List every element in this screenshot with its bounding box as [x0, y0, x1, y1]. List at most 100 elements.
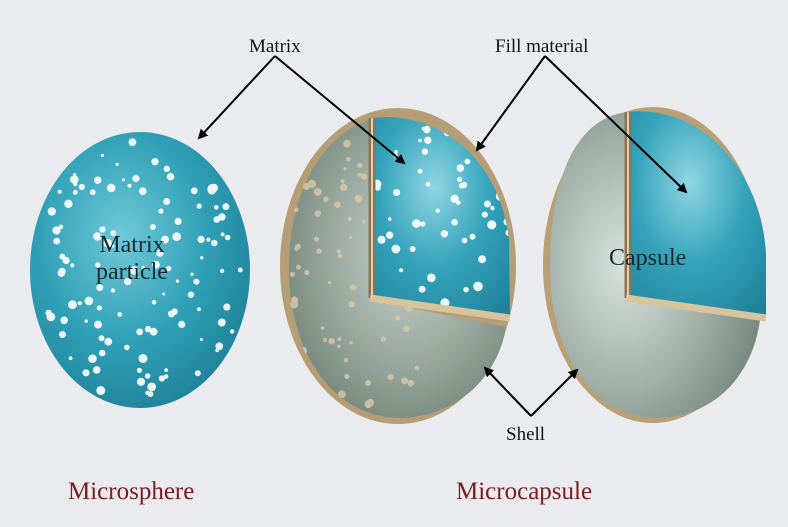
speckle-dot: [225, 235, 231, 241]
speckle-dot: [426, 182, 431, 187]
label-fill-material: Fill material: [495, 36, 588, 58]
speckle-dot: [315, 210, 321, 216]
speckle-dot: [70, 263, 74, 267]
speckle-dot: [401, 377, 408, 384]
speckle-dot: [178, 321, 185, 328]
caption-microsphere: Microsphere: [68, 478, 194, 506]
speckle-dot: [459, 126, 463, 130]
speckle-dot: [164, 368, 168, 372]
speckle-dot: [290, 300, 298, 308]
speckle-dot: [349, 236, 352, 239]
speckle-dot: [198, 236, 205, 243]
speckle-dot: [171, 308, 178, 315]
speckle-dot: [200, 256, 203, 259]
speckle-dot: [59, 254, 65, 260]
speckle-dot: [211, 240, 218, 247]
speckle-dot: [321, 326, 325, 330]
speckle-dot: [467, 125, 475, 133]
speckle-dot: [365, 401, 373, 409]
speckle-dot: [220, 269, 224, 273]
speckle-dot: [58, 190, 62, 194]
speckle-dot: [167, 173, 175, 181]
speckle-dot: [85, 297, 94, 306]
speckle-dot: [64, 200, 72, 208]
speckle-dot: [191, 187, 198, 194]
speckle-dot: [323, 338, 327, 342]
speckle-dot: [104, 338, 112, 346]
speckle-dot: [122, 178, 125, 181]
speckle-dot: [175, 218, 182, 225]
speckle-dot: [422, 149, 428, 155]
speckle-dot: [394, 150, 398, 154]
label-matrix-particle-line1: Matrix: [96, 232, 168, 259]
speckle-dot: [107, 184, 116, 193]
speckle-dot: [96, 386, 105, 395]
speckle-dot: [343, 140, 351, 148]
speckle-dot: [139, 354, 148, 363]
speckle-dot: [415, 366, 420, 371]
speckle-dot: [97, 305, 102, 310]
speckle-dot: [337, 249, 341, 253]
speckle-dot: [190, 273, 193, 276]
speckle-dot: [94, 177, 101, 184]
speckle-dot: [410, 246, 416, 252]
speckle-dot: [152, 300, 157, 305]
speckle-dot: [362, 220, 366, 224]
speckle-dot: [188, 292, 194, 298]
speckle-dot: [222, 203, 229, 210]
speckle-dot: [395, 315, 400, 320]
speckle-dot: [132, 175, 139, 182]
speckle-dot: [69, 356, 73, 360]
speckle-dot: [215, 342, 223, 350]
speckle-dot: [136, 329, 143, 336]
speckle-dot: [94, 321, 102, 329]
speckle-dot: [304, 270, 309, 275]
caption-microcapsule: Microcapsule: [456, 478, 592, 506]
speckle-dot: [393, 189, 400, 196]
speckle-dot: [461, 182, 467, 188]
speckle-dot: [323, 197, 328, 202]
speckle-dot: [349, 341, 352, 344]
speckle-dot: [357, 163, 362, 168]
speckle-dot: [73, 182, 77, 186]
speckle-dot: [207, 186, 216, 195]
speckle-dot: [340, 184, 348, 192]
speckle-dot: [348, 217, 352, 221]
speckle-dot: [457, 164, 465, 172]
speckle-dot: [386, 232, 393, 239]
speckle-dot: [388, 217, 392, 221]
speckle-dot: [85, 319, 88, 322]
speckle-dot: [99, 335, 105, 341]
speckle-dot: [221, 232, 225, 236]
speckle-dot: [403, 326, 409, 332]
speckle-dot: [290, 272, 295, 277]
speckle-dot: [206, 238, 210, 242]
speckle-dot: [316, 248, 322, 254]
speckle-dot: [451, 219, 458, 226]
speckle-dot: [99, 350, 106, 357]
speckle-dot: [162, 293, 165, 296]
speckle-dot: [93, 366, 101, 374]
speckle-dot: [329, 338, 335, 344]
speckle-dot: [408, 380, 415, 387]
speckle-dot: [88, 354, 97, 363]
speckle-dot: [147, 383, 156, 392]
speckle-dot: [418, 169, 423, 174]
speckle-dot: [79, 184, 85, 190]
speckle-dot: [73, 190, 78, 195]
speckle-dot: [82, 369, 89, 376]
speckle-dot: [427, 274, 436, 283]
speckle-dot: [230, 329, 234, 333]
arrow-fill-to-middle: [477, 56, 545, 150]
label-capsule: Capsule: [609, 245, 686, 272]
speckle-dot: [418, 139, 422, 143]
speckle-dot: [462, 238, 468, 244]
speckle-dot: [451, 195, 459, 203]
speckle-dot: [465, 159, 471, 165]
speckle-dot: [470, 234, 476, 240]
speckle-dot: [193, 279, 199, 285]
speckle-dot: [478, 255, 486, 263]
speckle-dot: [117, 312, 122, 317]
speckle-dot: [158, 209, 163, 214]
